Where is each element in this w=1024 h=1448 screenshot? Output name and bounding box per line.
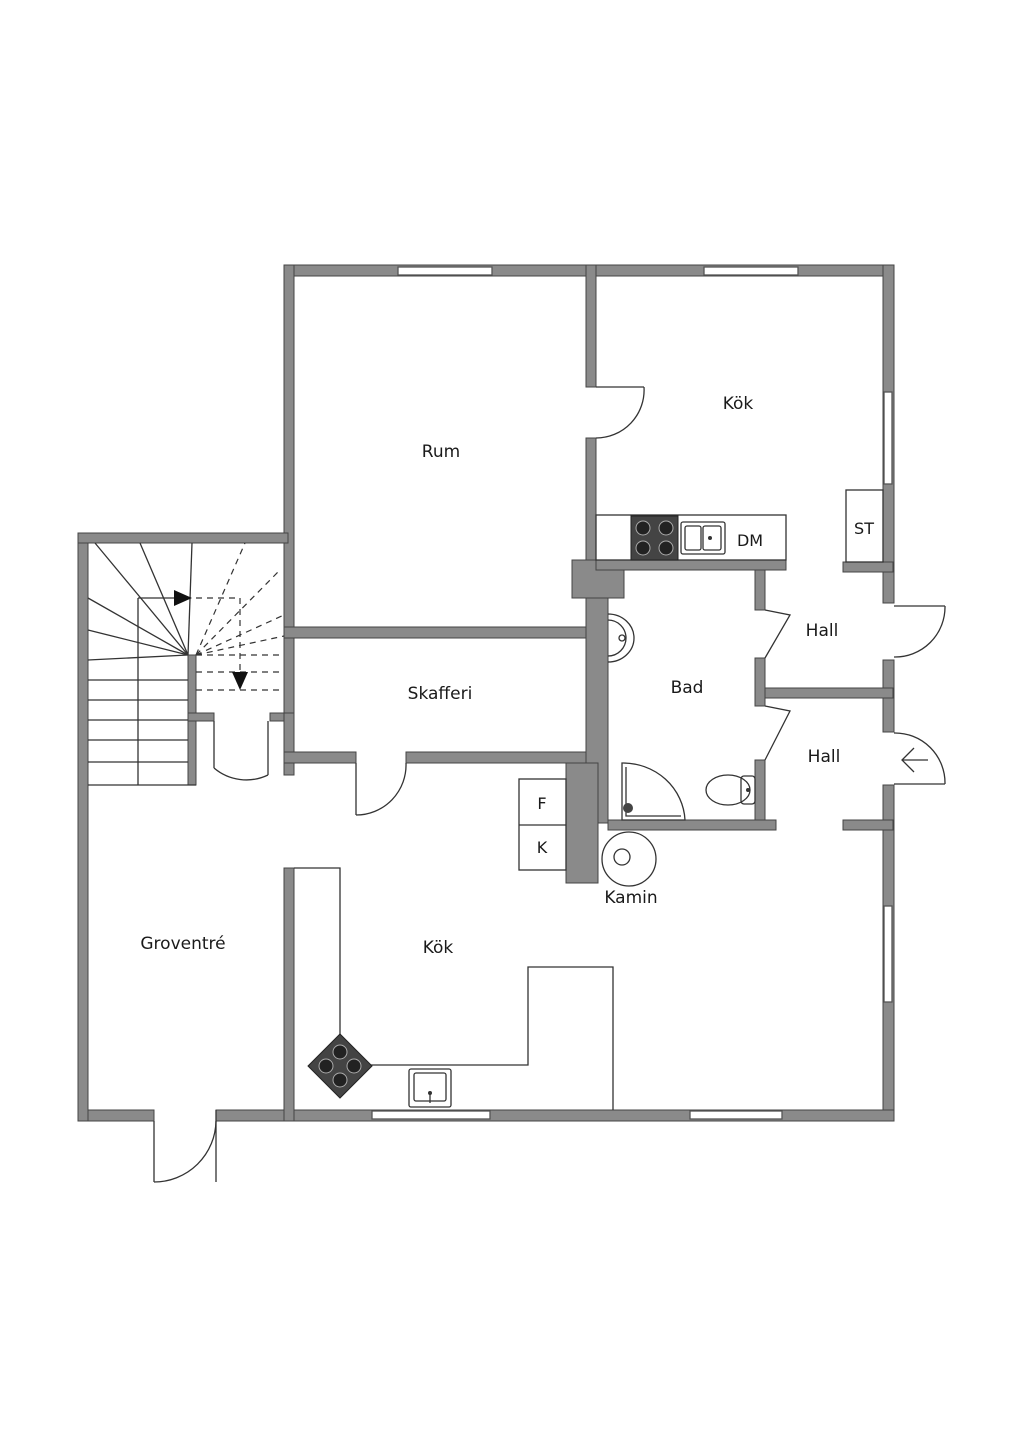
kitchen-counter-main [294,867,614,1110]
windows [371,266,893,1120]
fridge-freezer [518,778,567,871]
room-labels: Rum Kök Skafferi Bad Hall Hall Kök Grove… [140,394,874,958]
stove-icon [630,515,679,561]
entrance-arrow-icon [901,747,928,773]
room-label-bad: Bad [671,678,704,698]
room-label-kok-top: Kök [723,394,754,414]
washbasin-icon [607,613,635,663]
room-label-hall-lower: Hall [808,747,841,767]
stove-icon [307,1033,373,1099]
stair-direction-arrow-icon [174,590,248,690]
shower-icon [621,762,686,821]
room-label-rum: Rum [422,442,460,462]
staircase [87,542,285,786]
room-label-groventre: Groventré [140,934,225,954]
fixture-label-f: F [537,794,546,813]
room-label-kok-main: Kök [423,938,454,958]
fixture-label-dm: DM [737,531,763,550]
fixture-label-st: ST [854,519,874,538]
walls [77,264,895,1122]
kitchen-counter-top [595,514,787,561]
room-label-skafferi: Skafferi [408,684,473,704]
doors [153,386,946,1183]
sink-icon [408,1068,452,1108]
sink-icon [680,521,726,555]
room-label-hall-upper: Hall [806,621,839,641]
bathroom-fixtures [607,613,756,821]
fixture-label-kamin: Kamin [604,888,657,908]
fixture-label-k: K [537,838,548,857]
fireplace-icon [601,831,657,887]
toilet-icon [705,774,756,806]
